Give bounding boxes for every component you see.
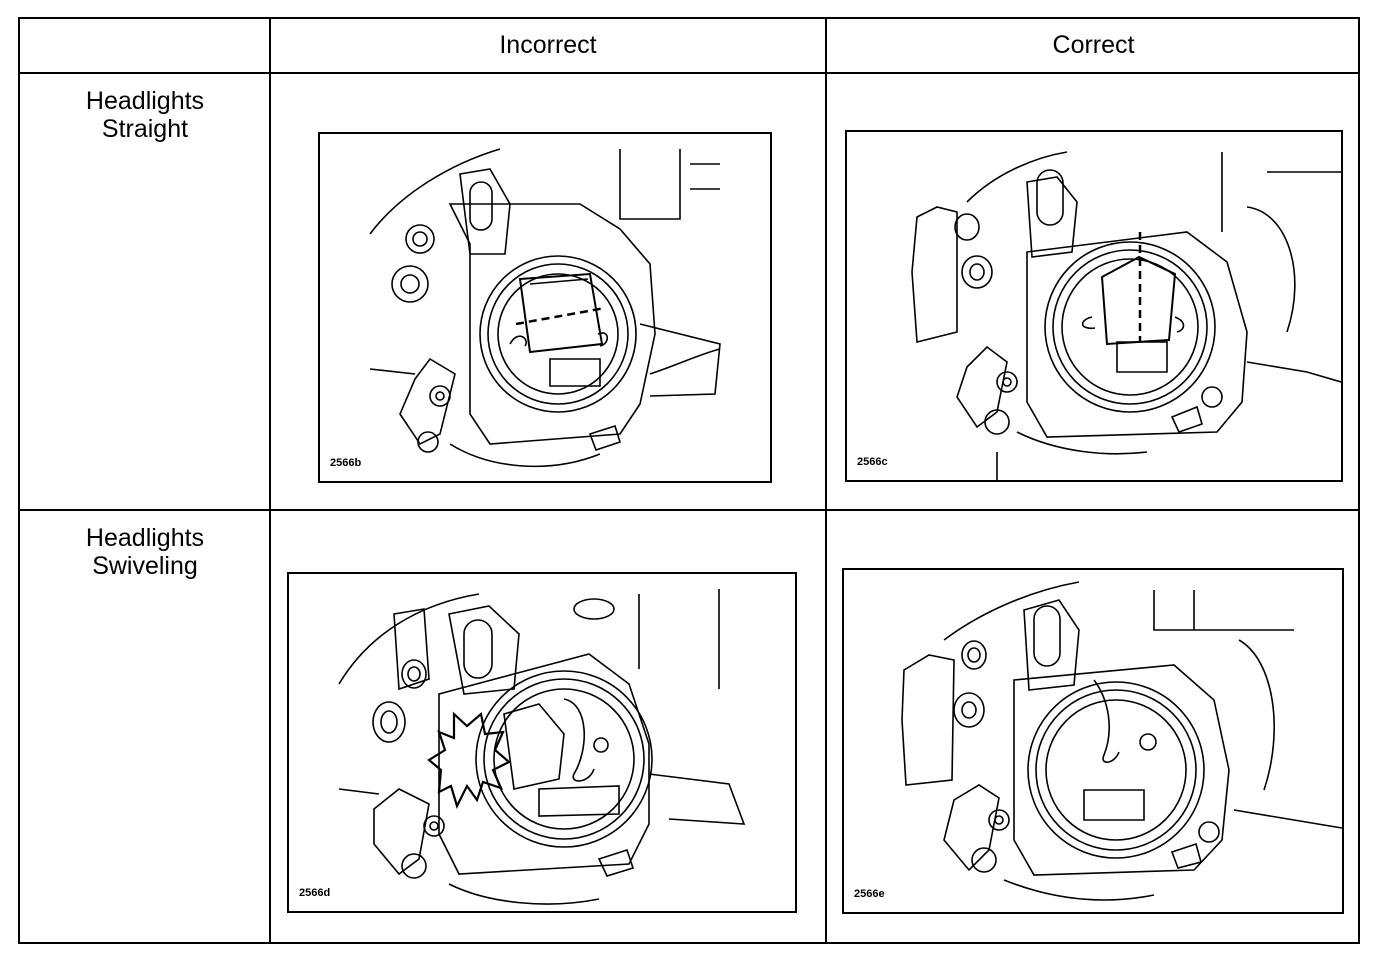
row-divider xyxy=(20,509,1358,511)
figure-code: 2566d xyxy=(299,887,331,899)
column-divider-1 xyxy=(269,19,271,942)
comparison-table: Incorrect Correct Headlights Straight He… xyxy=(18,17,1360,944)
figure-swivel-correct: 2566e xyxy=(842,568,1344,914)
figure-code: 2566b xyxy=(330,457,362,469)
row-label-swiveling-line2: Swiveling xyxy=(92,552,198,580)
row-label-swiveling: Headlights Swiveling xyxy=(20,524,270,580)
figure-code: 2566c xyxy=(857,456,888,468)
column-divider-2 xyxy=(825,19,827,942)
figure-code: 2566e xyxy=(854,888,885,900)
headlight-drawing xyxy=(901,581,1342,901)
row-label-straight: Headlights Straight xyxy=(20,87,270,143)
row-label-straight-line2: Straight xyxy=(101,115,189,143)
header-incorrect: Incorrect xyxy=(499,31,597,59)
figure-straight-incorrect: 2566b xyxy=(318,132,772,483)
headlight-drawing xyxy=(369,148,721,468)
header-correct: Correct xyxy=(1052,31,1135,59)
row-label-straight-line1: Headlights xyxy=(85,87,205,115)
header-divider xyxy=(20,72,1358,74)
figure-straight-correct: 2566c xyxy=(845,130,1343,482)
figure-swivel-incorrect: 2566d xyxy=(287,572,797,913)
headlight-drawing xyxy=(338,589,746,905)
headlight-drawing xyxy=(911,151,1341,480)
row-label-swiveling-line1: Headlights xyxy=(85,524,205,552)
